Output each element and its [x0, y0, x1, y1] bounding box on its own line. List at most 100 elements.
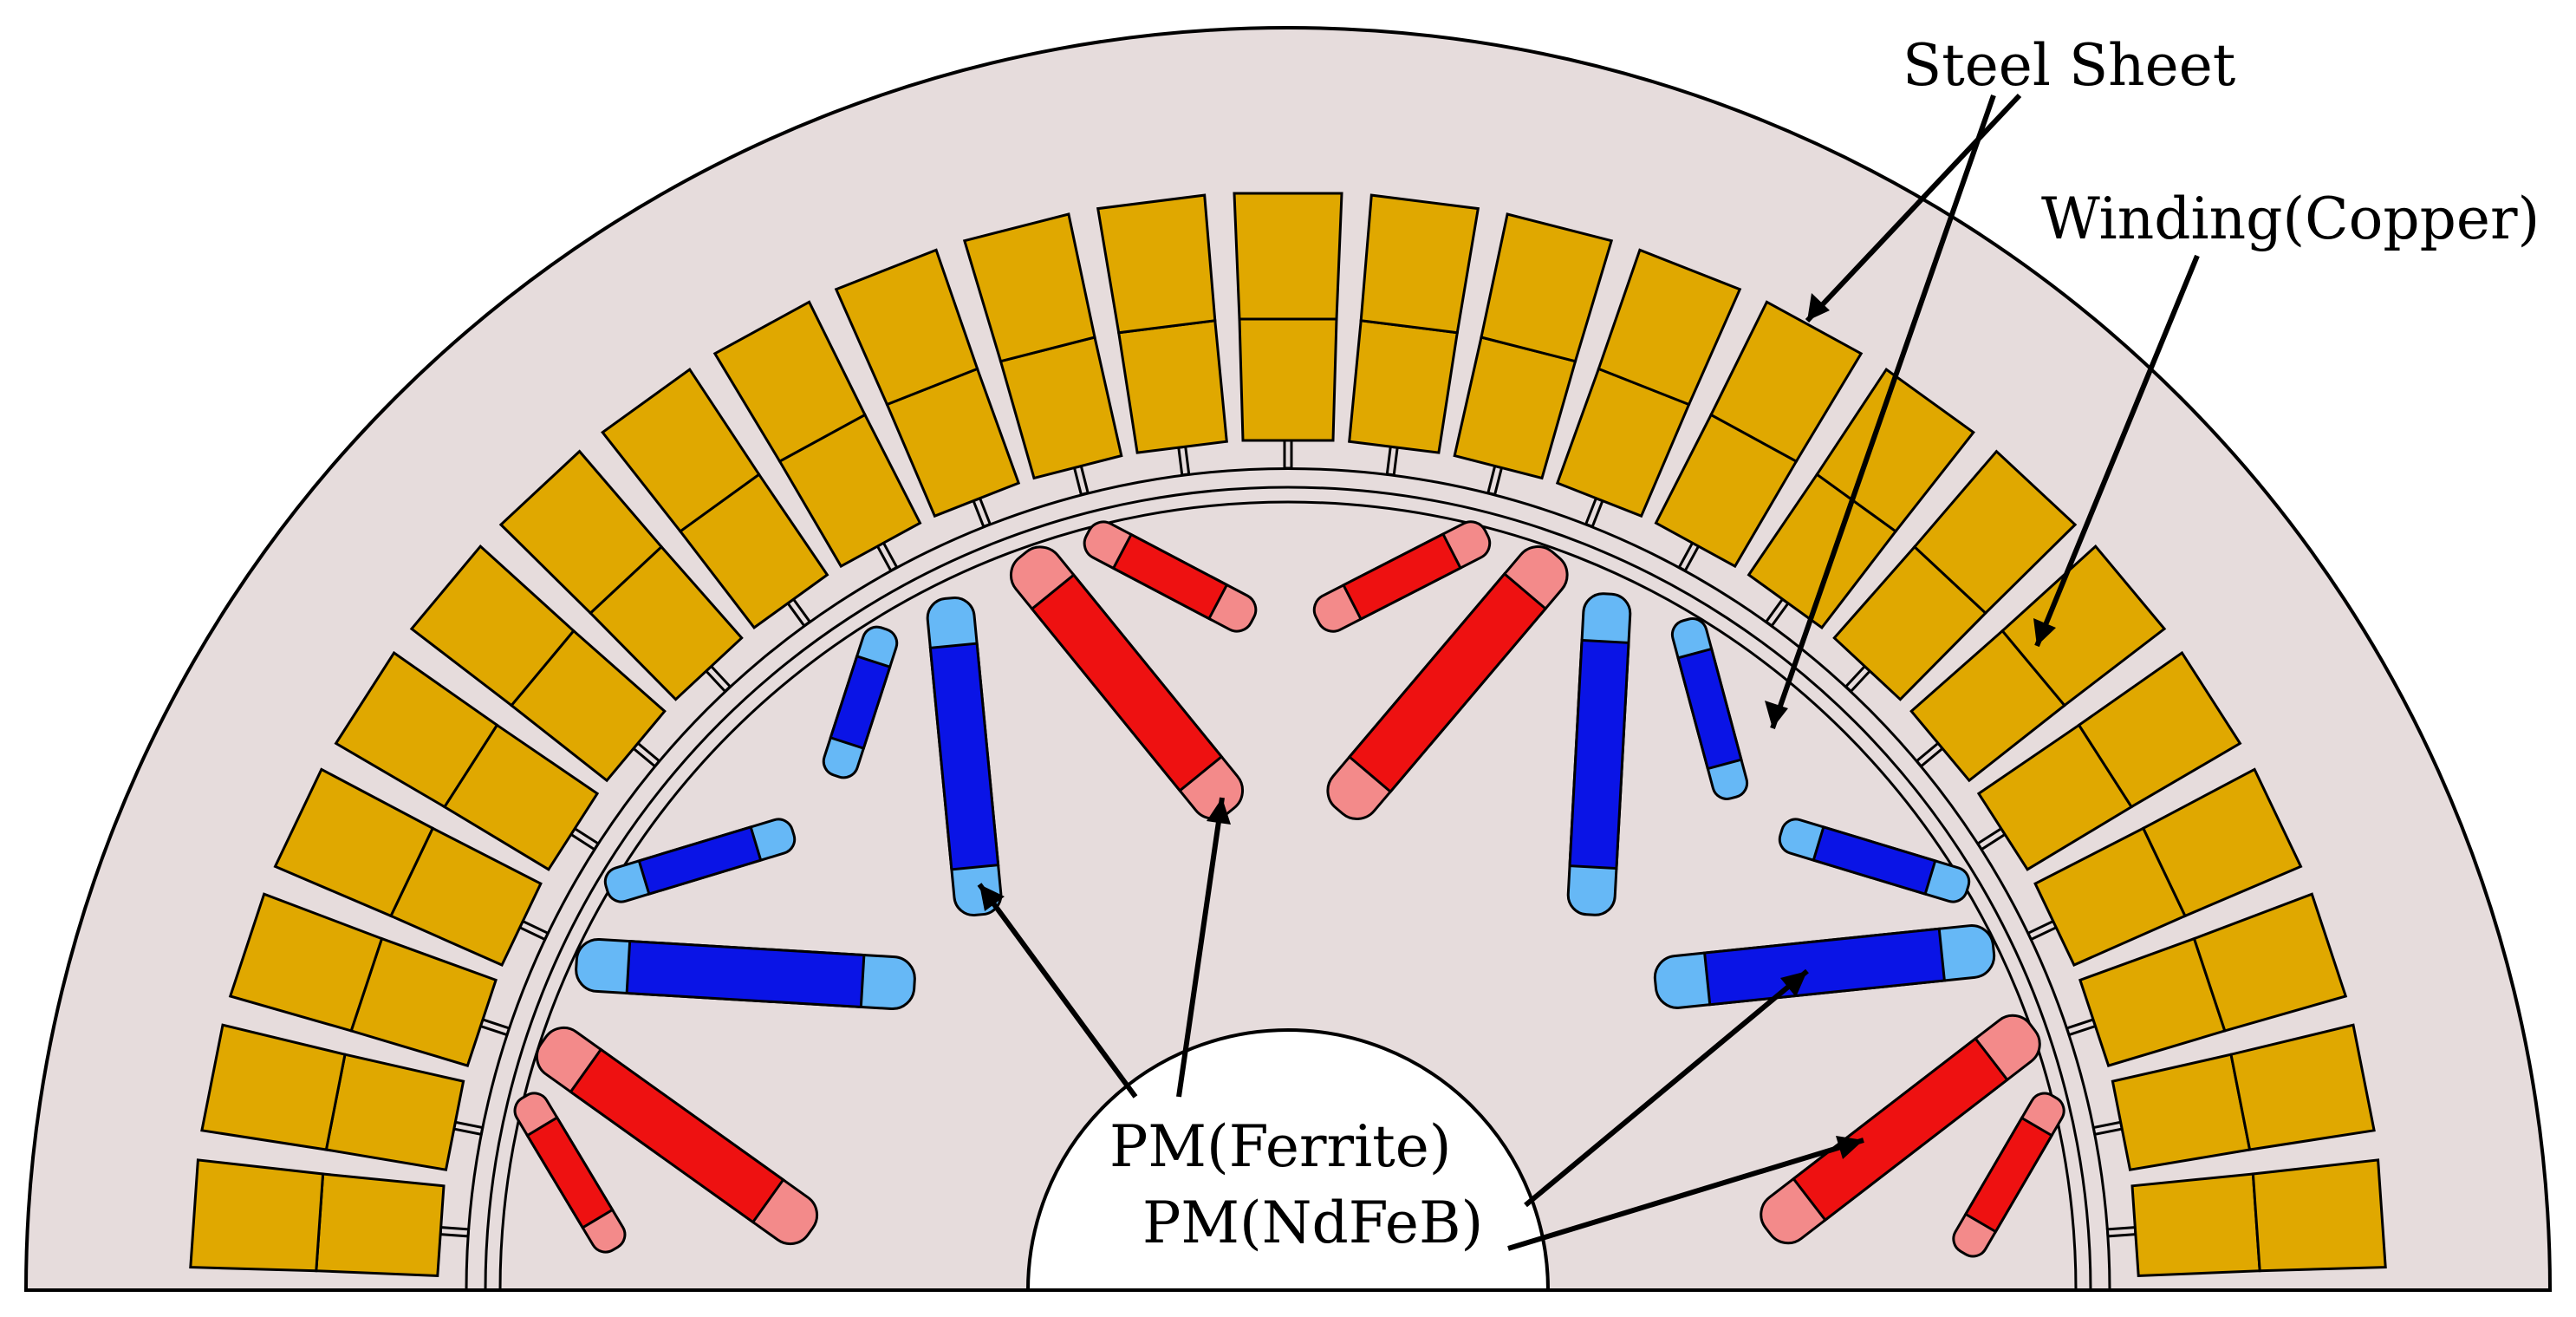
ndfeb-magnet [1760, 1014, 2041, 1245]
winding-coil-outer [962, 212, 1096, 363]
winding-coil-outer [712, 300, 867, 464]
ferrite-magnet-core [1812, 825, 1937, 896]
winding-coil-outer [1597, 248, 1742, 407]
arrowhead-steel-1 [1807, 293, 1830, 321]
arrow-ndfeb-2 [1507, 1138, 1864, 1251]
winding-coil-outer [200, 1023, 347, 1151]
label-pm-ferrite: PM(Ferrite) [1109, 1113, 1452, 1180]
ndfeb-magnet [513, 1092, 627, 1254]
slot-opening [1283, 439, 1293, 470]
winding-coil-inner [1116, 319, 1228, 454]
ferrite-magnet [1670, 617, 1749, 800]
arrowhead-ferrite-2 [1207, 798, 1231, 825]
arrow-steel-2 [1770, 95, 1996, 729]
ndfeb-magnet-core [1347, 571, 1548, 794]
winding-coil-outer [1359, 193, 1480, 335]
stator-slot [1348, 193, 1480, 477]
slot-opening [439, 1225, 471, 1238]
winding-coil-inner [2130, 1172, 2261, 1278]
ndfeb-magnet-core [1963, 1116, 2054, 1234]
stator-slot [228, 892, 511, 1067]
rotor-magnets [513, 520, 2065, 1258]
winding-coil-outer [1096, 193, 1217, 335]
stator-slot [189, 1158, 471, 1278]
arrowhead-steel-2 [1765, 701, 1788, 728]
ndfeb-magnet-core [569, 1047, 785, 1224]
ferrite-magnet-core [1676, 647, 1743, 771]
ndfeb-magnet [1326, 545, 1569, 820]
ferrite-magnet [575, 937, 916, 1011]
stator-slot [601, 367, 829, 629]
arrow-winding [2034, 254, 2200, 648]
winding-coil-outer [834, 248, 979, 407]
arrow-steel-1 [1805, 93, 2022, 323]
ndfeb-magnet-core [1030, 572, 1224, 793]
stator-slot [2105, 1158, 2387, 1278]
shaft-bore [1025, 1028, 1551, 1292]
ndfeb-magnet [1009, 545, 1245, 820]
ferrite-magnet [603, 818, 797, 903]
winding-coil-outer [1480, 212, 1614, 363]
stator-slot [1453, 212, 1614, 497]
arrow-ndfeb-1 [1524, 968, 1809, 1208]
winding-coil-inner [1348, 319, 1460, 454]
stator-slots [189, 192, 2387, 1278]
stator-slot [409, 544, 667, 783]
arrowhead-ndfeb-1 [1780, 971, 1807, 997]
winding-coil-outer [228, 892, 384, 1033]
stator-slot [1909, 544, 2167, 783]
winding-coil-outer [2251, 1158, 2387, 1273]
stator-slot [962, 212, 1123, 497]
stator-slot [273, 767, 550, 967]
ndfeb-magnet [1952, 1092, 2065, 1258]
stator-slot [2091, 1023, 2376, 1171]
arrowhead-ndfeb-2 [1836, 1136, 1864, 1159]
stator-slot [1233, 192, 1343, 470]
winding-coil-outer [189, 1158, 325, 1273]
winding-coil-outer [1912, 449, 2078, 616]
ferrite-magnet-core [1702, 927, 1947, 1007]
winding-coil-outer [498, 449, 664, 616]
winding-coil-outer [273, 767, 435, 918]
winding-coil-outer [2077, 650, 2242, 809]
ndfeb-magnet [535, 1026, 819, 1246]
ndfeb-magnet-core [1111, 532, 1229, 621]
stator-slot [1975, 650, 2242, 871]
stator-slot [334, 650, 601, 871]
stator-slot [200, 1023, 485, 1171]
ferrite-magnet-core [625, 940, 866, 1009]
arrowhead-ferrite-1 [979, 884, 1005, 911]
stator-slot [1096, 193, 1228, 477]
ferrite-magnet [1778, 818, 1971, 903]
arrow-ferrite-1 [977, 883, 1138, 1099]
ferrite-magnet-core [829, 655, 892, 750]
stator-slot [834, 248, 1021, 529]
arrowhead-winding [2033, 618, 2056, 646]
label-pm-ndfeb: PM(NdFeB) [1142, 1190, 1483, 1256]
label-winding-copper: Winding(Copper) [2041, 186, 2540, 252]
winding-coil-outer [601, 367, 761, 533]
ferrite-magnet [822, 625, 899, 779]
stator-slot [1832, 449, 2078, 701]
winding-coil-outer [409, 544, 576, 707]
ndfeb-magnet [1312, 520, 1492, 633]
stator-slot [712, 300, 922, 573]
rotor-outer-line [498, 500, 2078, 1291]
winding-coil-outer [1233, 192, 1343, 321]
airgap-inner-line [484, 486, 2092, 1291]
annotation-arrows [977, 93, 2200, 1251]
winding-coil-outer [2229, 1023, 2376, 1151]
ndfeb-magnet-core [1792, 1036, 2009, 1222]
arrow-ferrite-2 [1176, 797, 1225, 1098]
annotation-arrowheads [979, 293, 2056, 1159]
slot-opening [2105, 1225, 2137, 1238]
ferrite-magnet [1653, 924, 1996, 1009]
label-steel-sheet: Steel Sheet [1903, 32, 2235, 99]
winding-coil-inner [315, 1172, 446, 1278]
winding-coil-outer [1709, 300, 1864, 464]
ferrite-magnet-core [1568, 638, 1630, 870]
stator-slot [2065, 892, 2348, 1067]
winding-coil-outer [334, 650, 499, 809]
stator-slot [1555, 248, 1742, 529]
